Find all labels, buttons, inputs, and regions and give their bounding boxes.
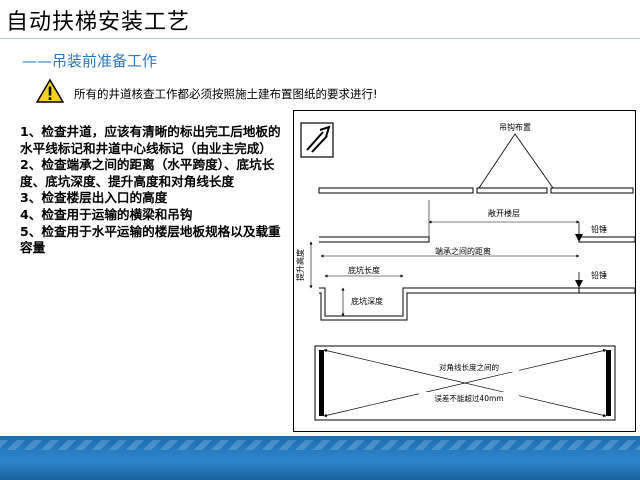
footer-stripe xyxy=(0,440,640,450)
plumb-top-label: 铅锤 xyxy=(591,224,607,234)
tolerance-label: 误差不能超过40mm xyxy=(434,393,503,403)
hook-lines xyxy=(478,133,554,189)
upper-landing xyxy=(578,236,636,243)
plumb-bottom-icon xyxy=(575,280,583,288)
pit-depth-label: 底坑深度 xyxy=(351,296,383,306)
checklist-item: 2、检查端承之间的距离（水平跨度）、底坑长度、底坑深度、提升高度和对角线长度 xyxy=(20,157,275,189)
section-subtitle: ——吊装前准备工作 xyxy=(22,52,158,70)
checklist-item: 5、检查用于水平运输的楼层地板规格以及载重容量 xyxy=(20,223,281,256)
tool-icon xyxy=(300,122,334,158)
checklist-item: 4、检查用于运输的横梁和吊钩 xyxy=(20,206,193,222)
escalator-pit-diagram: 吊钩布置 敞开楼层 铅锤 端承之间的距离 提升高度 铅锤 底坑长度 底坑深度 对… xyxy=(293,110,636,432)
title-divider xyxy=(0,38,640,39)
checklist: 1、检查井道，应该有清晰的标出完工后地板的水平线标记和井道中心线标记（由业主完成… xyxy=(20,124,290,257)
checklist-item: 1、检查井道，应该有清晰的标出完工后地板的水平线标记和井道中心线标记（由业主完成… xyxy=(20,124,281,156)
diagonal-label: 对角线长度之间的 xyxy=(439,362,499,372)
pit-outline xyxy=(319,287,579,321)
upper-floor-slab xyxy=(318,187,634,194)
notice-text: 所有的井道核查工作都必须按照施土建布置图纸的要求进行! xyxy=(74,87,378,101)
lift-height-label: 提升高度 xyxy=(295,249,305,281)
support-distance-label: 端承之间的距离 xyxy=(435,246,491,256)
pit-length-label: 底坑长度 xyxy=(348,265,380,275)
warning-icon xyxy=(36,78,64,103)
page-title: 自动扶梯安装工艺 xyxy=(6,10,191,35)
hook-label: 吊钩布置 xyxy=(499,122,531,132)
footer-bar xyxy=(0,436,640,480)
middle-floor xyxy=(319,236,430,243)
plumb-bottom-label: 铅锤 xyxy=(591,270,607,280)
clear-floor-label: 敞开楼层 xyxy=(488,208,520,218)
checklist-item: 3、检查楼层出入口的高度 xyxy=(20,190,168,206)
